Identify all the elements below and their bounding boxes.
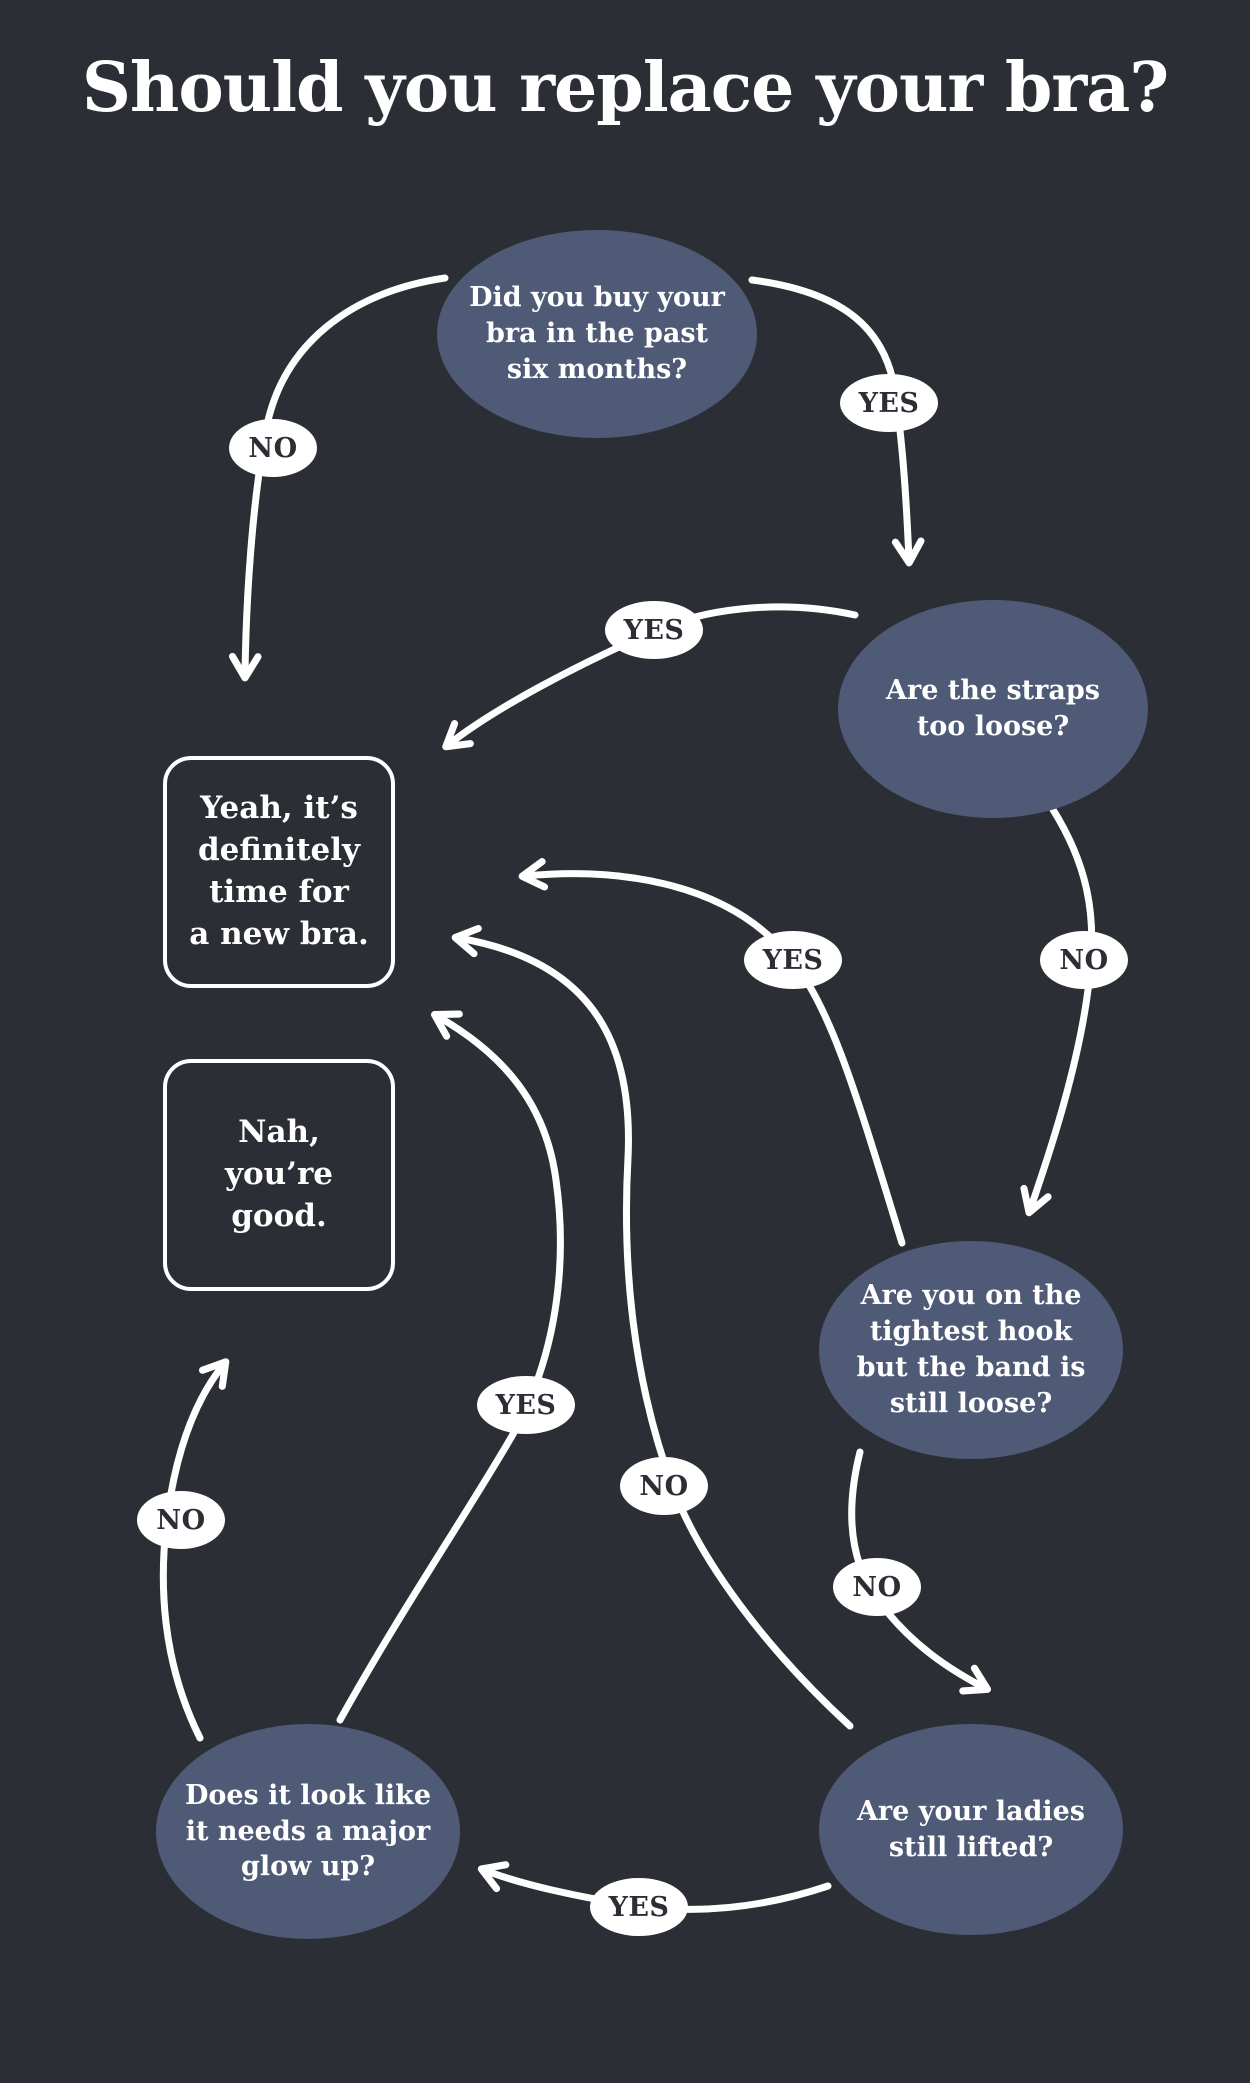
- page-title: Should you replace your bra?: [81, 48, 1169, 128]
- arrow-lifted-no-to-replace: [451, 924, 854, 1730]
- question-glow-up-label: Does it look like it needs a major glow …: [184, 1779, 432, 1883]
- edge-label-hook-yes: YES: [744, 931, 842, 989]
- question-six-months-label: Did you buy your bra in the past six mon…: [469, 282, 725, 385]
- question-straps-loose: Are the straps too loose?: [838, 600, 1148, 818]
- arrow-hook-yes-to-replace: [518, 858, 906, 1247]
- question-tightest-hook: Are you on the tightest hook but the ban…: [819, 1241, 1123, 1459]
- edge-label-lifted-yes: YES: [590, 1878, 688, 1936]
- question-six-months: Did you buy your bra in the past six mon…: [437, 230, 757, 438]
- arrow-straps-no-to-hook: [1020, 804, 1096, 1217]
- outcome-keep-bra-label: Nah, you’re good.: [224, 1114, 334, 1234]
- edge-label-glowup-no: NO: [137, 1491, 225, 1549]
- arrow-glowup-no-to-keep: [159, 1358, 230, 1742]
- outcome-replace-bra-label: Yeah, it’s definitely time for a new bra…: [189, 790, 369, 952]
- edge-label-hook-no: NO: [833, 1558, 921, 1616]
- edge-label-glowup-yes: YES: [477, 1376, 575, 1434]
- question-tightest-hook-label: Are you on the tightest hook but the ban…: [856, 1280, 1086, 1419]
- question-glow-up: Does it look like it needs a major glow …: [156, 1724, 460, 1939]
- edge-label-straps-yes: YES: [605, 601, 703, 659]
- edge-label-straps-no: NO: [1040, 931, 1128, 989]
- question-ladies-lifted-label: Are your ladies still lifted?: [857, 1795, 1085, 1863]
- question-ladies-lifted: Are your ladies still lifted?: [819, 1724, 1123, 1935]
- edge-label-six-months-yes: YES: [840, 374, 938, 432]
- edge-label-six-months-no: NO: [229, 419, 317, 477]
- outcome-replace-bra: Yeah, it’s definitely time for a new bra…: [163, 756, 395, 988]
- outcome-keep-bra: Nah, you’re good.: [163, 1059, 395, 1291]
- edge-label-lifted-no: NO: [620, 1457, 708, 1515]
- question-straps-loose-label: Are the straps too loose?: [886, 675, 1100, 742]
